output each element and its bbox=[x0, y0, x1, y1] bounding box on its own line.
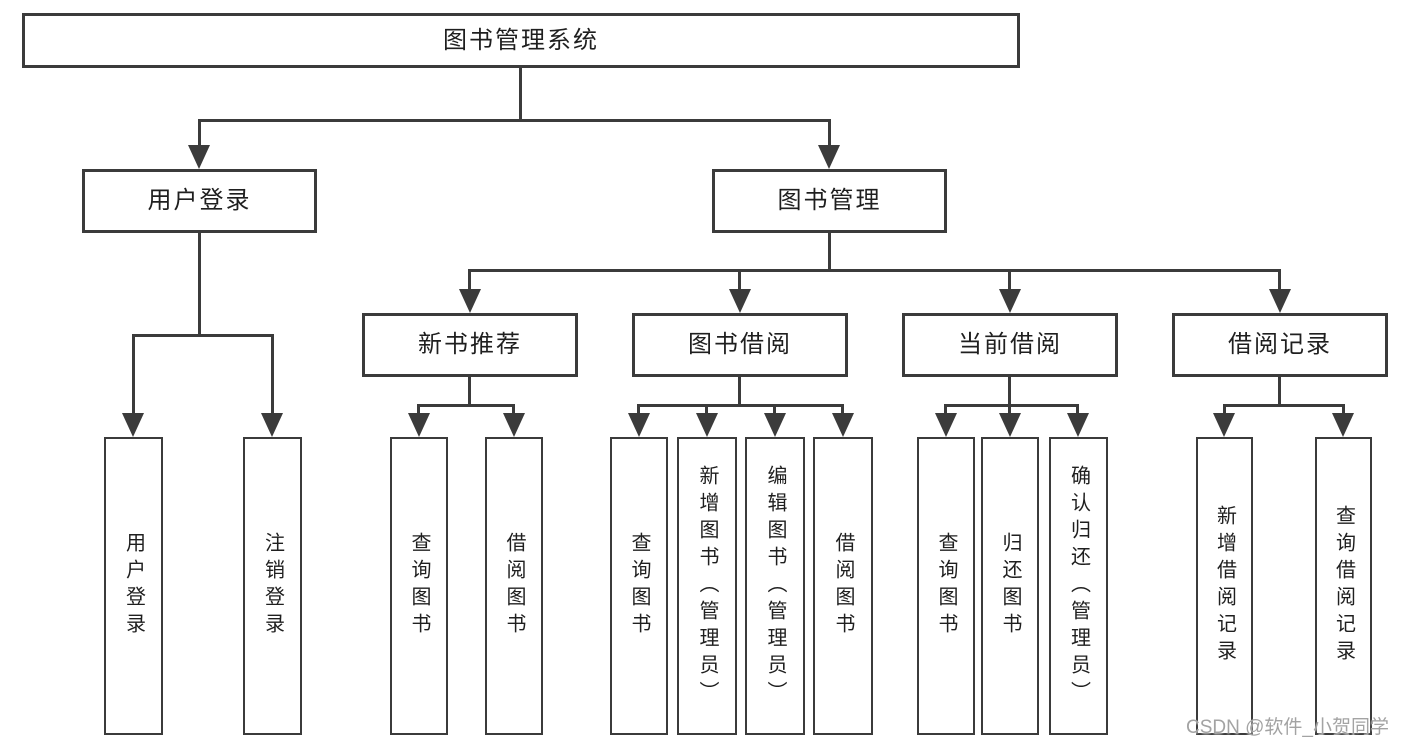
arrow-down-icon bbox=[832, 413, 854, 437]
node-label: 图书管理 bbox=[777, 187, 882, 214]
leaf-confirm-return-admin: 确认归还（管理员） bbox=[1049, 437, 1108, 735]
connector-line bbox=[738, 377, 741, 407]
connector-line bbox=[828, 233, 831, 272]
arrow-down-icon bbox=[696, 413, 718, 437]
node-label: 用户登录 bbox=[147, 187, 252, 214]
arrow-down-icon bbox=[1332, 413, 1354, 437]
node-label: 确认归还（管理员） bbox=[1067, 464, 1090, 708]
leaf-borrow-books: 借阅图书 bbox=[813, 437, 873, 735]
leaf-logout: 注销登录 bbox=[243, 437, 302, 735]
arrow-down-icon bbox=[935, 413, 957, 437]
node-borrowing-records: 借阅记录 bbox=[1172, 313, 1388, 377]
connector-line bbox=[1223, 404, 1226, 416]
leaf-user-login: 用户登录 bbox=[104, 437, 163, 735]
leaf-query-borrow-record: 查询借阅记录 bbox=[1315, 437, 1372, 735]
leaf-borrow-books-recommend: 借阅图书 bbox=[485, 437, 543, 735]
connector-line bbox=[198, 232, 201, 337]
connector-line bbox=[1008, 404, 1011, 416]
node-label: 新增图书（管理员） bbox=[696, 464, 718, 708]
connector-line bbox=[944, 404, 1079, 407]
leaf-return-books: 归还图书 bbox=[981, 437, 1039, 735]
arrow-down-icon bbox=[1269, 289, 1291, 313]
connector-line bbox=[468, 269, 1281, 272]
connector-line bbox=[132, 334, 135, 415]
connector-line bbox=[705, 404, 708, 416]
leaf-add-borrow-record: 新增借阅记录 bbox=[1196, 437, 1253, 735]
arrow-down-icon bbox=[628, 413, 650, 437]
arrow-down-icon bbox=[122, 413, 144, 437]
arrow-down-icon bbox=[764, 413, 786, 437]
connector-line bbox=[1278, 269, 1281, 293]
arrow-down-icon bbox=[1067, 413, 1089, 437]
connector-line bbox=[828, 119, 831, 149]
leaf-query-books-current: 查询图书 bbox=[917, 437, 975, 735]
connector-line bbox=[1342, 404, 1345, 416]
connector-line bbox=[519, 65, 522, 122]
connector-line bbox=[637, 404, 844, 407]
arrow-down-icon bbox=[818, 145, 840, 169]
connector-line bbox=[1008, 269, 1011, 293]
connector-line bbox=[637, 404, 640, 416]
arrow-down-icon bbox=[503, 413, 525, 437]
leaf-query-books-borrow: 查询图书 bbox=[610, 437, 668, 735]
node-label: 新书推荐 bbox=[418, 331, 522, 358]
node-label: 查询图书 bbox=[935, 532, 957, 640]
leaf-add-book-admin: 新增图书（管理员） bbox=[677, 437, 737, 735]
connector-line bbox=[1076, 404, 1079, 416]
node-book-management: 图书管理 bbox=[712, 169, 947, 233]
node-new-book-recommendation: 新书推荐 bbox=[362, 313, 578, 377]
connector-line bbox=[198, 119, 831, 122]
connector-line bbox=[198, 119, 201, 149]
node-label: 借阅图书 bbox=[503, 532, 525, 640]
arrow-down-icon bbox=[459, 289, 481, 313]
node-label: 新增借阅记录 bbox=[1213, 505, 1236, 667]
node-library-system: 图书管理系统 bbox=[22, 13, 1020, 68]
node-label: 归还图书 bbox=[999, 532, 1021, 640]
connector-line bbox=[417, 404, 515, 407]
connector-line bbox=[271, 334, 274, 415]
arrow-down-icon bbox=[999, 289, 1021, 313]
node-user-login: 用户登录 bbox=[82, 169, 317, 233]
leaf-edit-book-admin: 编辑图书（管理员） bbox=[745, 437, 805, 735]
node-label: 查询借阅记录 bbox=[1332, 505, 1355, 667]
node-label: 用户登录 bbox=[122, 532, 145, 640]
node-label: 查询图书 bbox=[408, 532, 430, 640]
arrow-down-icon bbox=[261, 413, 283, 437]
arrow-down-icon bbox=[729, 289, 751, 313]
connector-line bbox=[1223, 404, 1345, 407]
arrow-down-icon bbox=[188, 145, 210, 169]
connector-line bbox=[468, 377, 471, 407]
connector-line bbox=[944, 404, 947, 416]
node-label: 图书借阅 bbox=[688, 331, 792, 358]
connector-line bbox=[132, 334, 274, 337]
arrow-down-icon bbox=[999, 413, 1021, 437]
node-label: 当前借阅 bbox=[958, 331, 1062, 358]
csdn-watermark: CSDN @软件_小贺同学 bbox=[1186, 717, 1389, 738]
leaf-query-books-recommend: 查询图书 bbox=[390, 437, 448, 735]
connector-line bbox=[1278, 377, 1281, 407]
node-label: 编辑图书（管理员） bbox=[764, 464, 786, 708]
node-label: 借阅记录 bbox=[1228, 331, 1332, 358]
arrow-down-icon bbox=[408, 413, 430, 437]
connector-line bbox=[738, 269, 741, 293]
node-current-borrowing: 当前借阅 bbox=[902, 313, 1118, 377]
node-label: 查询图书 bbox=[628, 532, 650, 640]
connector-line bbox=[512, 404, 515, 416]
connector-line bbox=[841, 404, 844, 416]
node-book-borrowing: 图书借阅 bbox=[632, 313, 848, 377]
node-label: 注销登录 bbox=[261, 532, 284, 640]
node-label: 借阅图书 bbox=[832, 532, 854, 640]
connector-line bbox=[417, 404, 420, 416]
arrow-down-icon bbox=[1213, 413, 1235, 437]
connector-line bbox=[468, 269, 471, 293]
connector-line bbox=[773, 404, 776, 416]
node-label: 图书管理系统 bbox=[443, 26, 599, 54]
connector-line bbox=[1008, 377, 1011, 407]
